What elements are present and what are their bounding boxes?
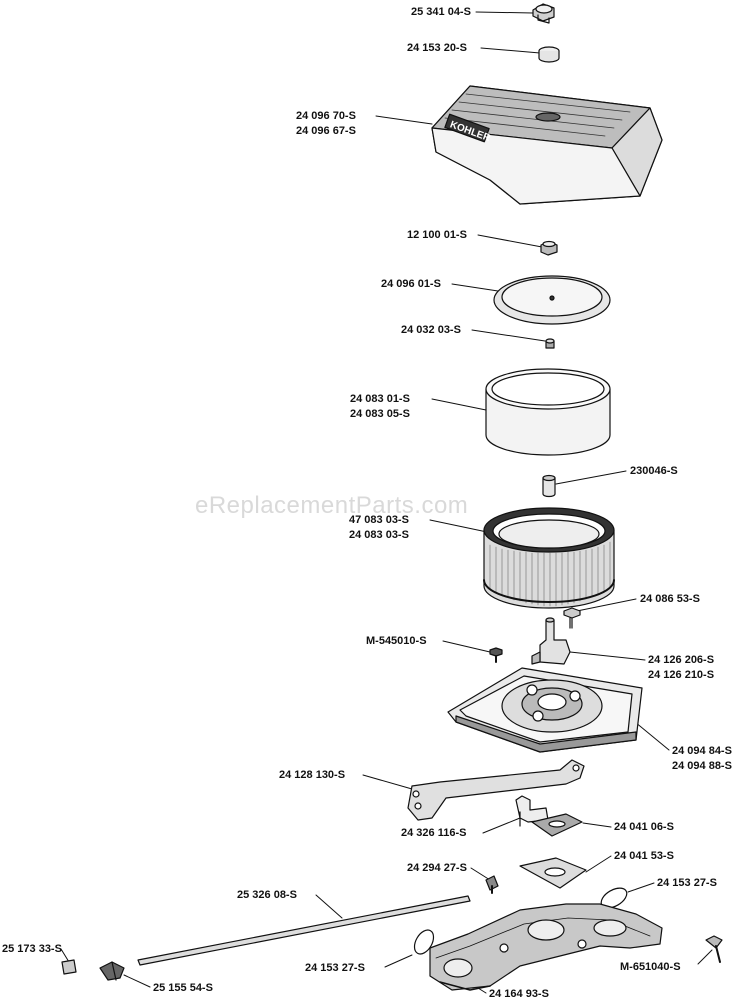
part-label: 24 032 03-S [401, 324, 461, 336]
seal-plate-part [493, 275, 611, 325]
part-label: 24 096 70-S [296, 110, 356, 122]
bolt-2-part [705, 935, 723, 963]
part-label: 230046-S [630, 465, 678, 477]
seal-ring-2-part [413, 929, 435, 955]
gasket-2-part [519, 857, 587, 889]
pin-part [61, 959, 77, 975]
part-label: 24 086 53-S [640, 593, 700, 605]
part-label: 24 096 01-S [381, 278, 441, 290]
part-label: 24 153 20-S [407, 42, 467, 54]
part-label: 24 094 84-S [672, 745, 732, 757]
part-label: 24 041 53-S [614, 850, 674, 862]
precleaner-part [485, 368, 611, 456]
part-label: 24 083 01-S [350, 393, 410, 405]
part-label: 24 096 67-S [296, 125, 356, 137]
part-label: 25 341 04-S [411, 6, 471, 18]
part-label: 24 094 88-S [672, 760, 732, 772]
part-label: 24 128 130-S [279, 769, 346, 781]
air-cleaner-base-part [447, 667, 643, 753]
rod-part [137, 895, 471, 966]
part-label: 24 083 05-S [350, 408, 410, 420]
air-filter-element-part [483, 507, 615, 609]
part-label: 24 326 116-S [401, 827, 467, 839]
part-label: 25 173 33-S [2, 943, 62, 955]
part-label: M-545010-S [366, 635, 427, 647]
cap-nut-part [532, 3, 555, 24]
part-label: 24 153 27-S [657, 877, 717, 889]
part-label: 24 294 27-S [407, 862, 467, 874]
bracket-part [531, 617, 571, 665]
breather-fitting-part [515, 795, 549, 827]
watermark: eReplacementParts.com [195, 492, 469, 519]
tube-part [542, 474, 556, 498]
clip-part [99, 961, 125, 981]
part-label: 12 100 01-S [407, 229, 467, 241]
spacer-part [545, 338, 555, 349]
gasket-part [531, 813, 583, 837]
elbow-fitting-part [485, 875, 499, 894]
part-label: 24 126 206-S [648, 654, 715, 666]
part-label: 25 155 54-S [153, 982, 213, 994]
intake-elbow-part [429, 903, 663, 991]
wing-nut-part [540, 240, 558, 256]
part-label: 24 164 93-S [489, 988, 549, 1000]
air-cleaner-cover-part: KOHLER [431, 85, 663, 205]
grommet-part [538, 46, 560, 63]
leader-lines [60, 11, 713, 994]
part-label: 24 126 210-S [648, 669, 715, 681]
bolt-part [563, 607, 581, 629]
part-label: M-651040-S [620, 961, 681, 973]
part-label: 24 153 27-S [305, 962, 365, 974]
part-label: 25 326 08-S [237, 889, 297, 901]
support-bracket-part [407, 759, 585, 821]
part-label: 24 041 06-S [614, 821, 674, 833]
part-label: 47 083 03-S [349, 514, 409, 526]
screw-part [489, 647, 503, 663]
part-label: 24 083 03-S [349, 529, 409, 541]
